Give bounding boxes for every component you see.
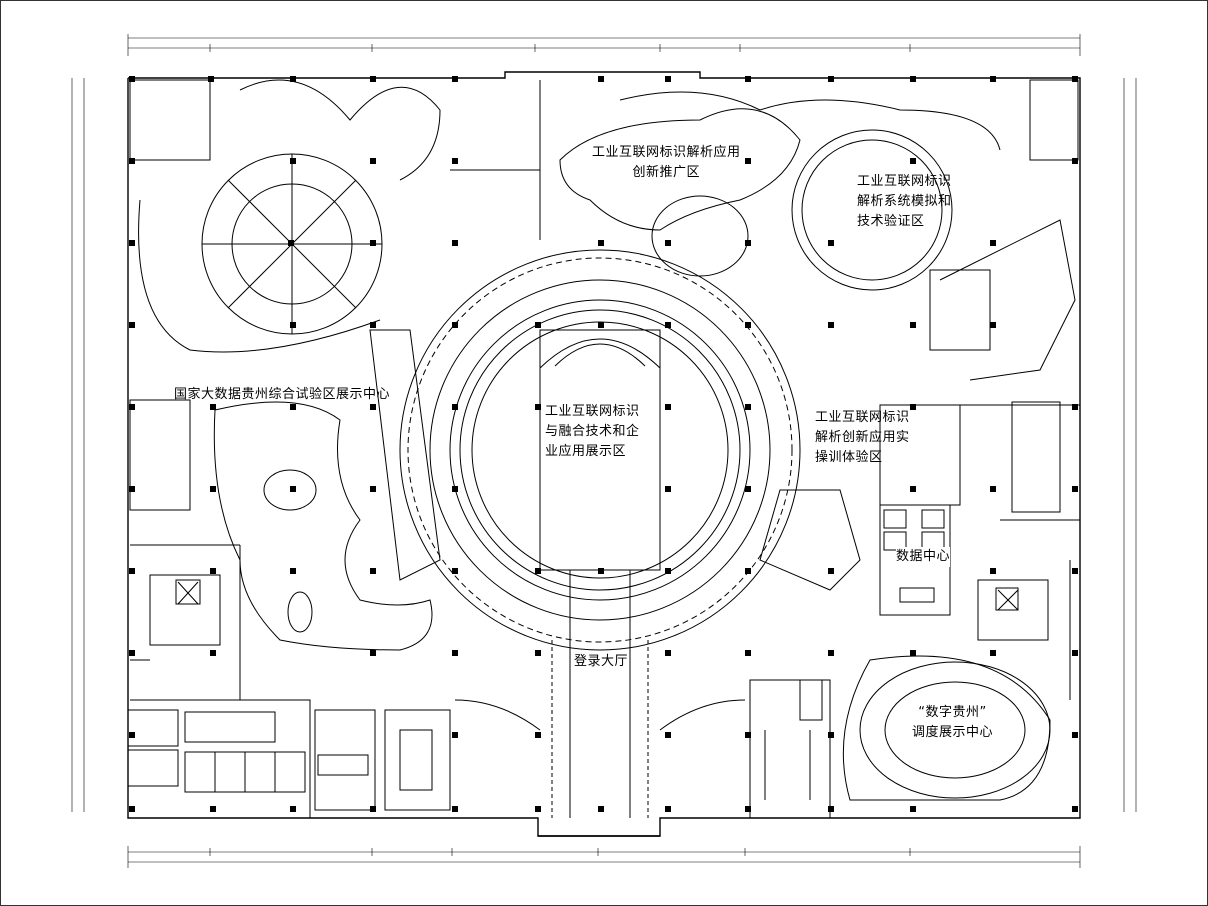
outer-walls	[127, 71, 1081, 837]
zone-label-line: “数字贵州”	[918, 705, 987, 720]
structural-columns	[129, 76, 1078, 812]
zone-label-resolution-system: 工业互联网标识 解析系统模拟和 技术验证区	[857, 172, 952, 232]
zone-label-enterprise-showcase: 工业互联网标识 与融合技术和企 业应用展示区	[545, 402, 640, 462]
zone-label-line: 工业互联网标识	[857, 174, 952, 189]
zone-label-line: 操训体验区	[815, 450, 883, 465]
bottom-left-offices	[127, 699, 451, 818]
zone-label-big-data-center: 国家大数据贵州综合试验区展示中心	[174, 385, 390, 405]
big-data-zone	[213, 329, 441, 651]
stair-cores	[129, 79, 1079, 646]
zone-label-training-experience: 工业互联网标识 解析创新应用实 操训体验区	[815, 408, 910, 468]
zone-label-identification-innovation: 工业互联网标识解析应用 创新推广区	[592, 143, 741, 183]
dimension-lines	[71, 34, 1137, 868]
lobby-corridor	[454, 570, 746, 818]
partitions	[130, 80, 1080, 700]
zone-label-line: 解析系统模拟和	[857, 194, 952, 209]
zone-label-data-center: 数据中心	[896, 547, 951, 567]
zone-label-line: 登录大厅	[574, 654, 629, 669]
zone-label-lobby: 登录大厅	[574, 652, 629, 672]
zone-label-line: 与融合技术和企	[545, 424, 640, 439]
zone-label-line: 工业互联网标识	[545, 404, 640, 419]
zone-label-line: 技术验证区	[857, 214, 925, 229]
zone-label-line: 数据中心	[896, 549, 951, 564]
central-rotunda	[399, 249, 801, 651]
zone-label-line: 调度展示中心	[912, 725, 994, 740]
left-dome-zone	[138, 79, 441, 353]
digital-guizhou-zone	[749, 655, 1051, 819]
zone-label-line: 创新推广区	[632, 165, 701, 180]
zone-label-digital-guizhou: “数字贵州” 调度展示中心	[912, 703, 993, 743]
right-dome-zone	[791, 129, 1076, 381]
zone-label-line: 国家大数据贵州综合试验区展示中心	[174, 387, 391, 402]
zone-label-line: 工业互联网标识	[815, 410, 910, 425]
zone-label-line: 解析创新应用实	[815, 430, 910, 445]
upper-innovation-zone	[559, 91, 1001, 277]
zone-label-line: 业应用展示区	[545, 444, 627, 459]
zone-label-line: 工业互联网标识解析应用	[592, 145, 741, 160]
